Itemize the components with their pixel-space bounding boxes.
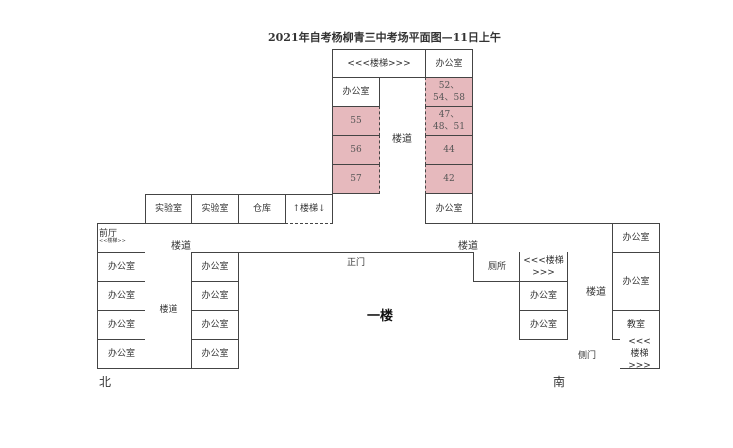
exam-room-52-54-58: 52、54、58 (425, 77, 473, 107)
south-stairs: <<<楼梯>>> (519, 252, 568, 282)
exam-room-42: 42 (425, 164, 473, 194)
side-gate-label: 侧门 (578, 351, 597, 361)
north-label: 北 (99, 375, 112, 389)
wall (238, 252, 568, 253)
office-top-right: 办公室 (425, 49, 473, 78)
south-office: 办公室 (519, 310, 568, 340)
north-office: 办公室 (191, 281, 239, 311)
south-label: 南 (553, 375, 566, 389)
corridor-right-label: 楼道 (458, 241, 478, 252)
middle-stairs: ↑楼梯↓ (285, 194, 333, 224)
wall (473, 223, 660, 224)
lobby-stairs-label: <<楼梯>> (99, 238, 126, 244)
exam-room-55: 55 (332, 106, 380, 136)
south-office-right: 办公室 (612, 223, 660, 253)
storage-room: 仓库 (238, 194, 286, 224)
south-office-right: 办公室 (612, 252, 660, 311)
floor-label: 一楼 (367, 309, 394, 324)
page-title: 2021年自考杨柳青三中考场平面图—11日上午 (268, 31, 501, 44)
lobby-label: 前厅 (99, 229, 118, 239)
north-office: 办公室 (97, 310, 146, 340)
exam-room-57: 57 (332, 164, 380, 194)
corridor-left-label: 楼道 (171, 241, 191, 252)
north-corridor: 楼道 (145, 252, 192, 369)
lab-2: 实验室 (191, 194, 239, 224)
north-office: 办公室 (97, 252, 146, 282)
main-gate-label: 正门 (347, 258, 366, 268)
office-top-bottom-right: 办公室 (425, 193, 473, 224)
north-office: 办公室 (191, 252, 239, 282)
north-office: 办公室 (97, 281, 146, 311)
office-top-left: 办公室 (332, 77, 380, 107)
top-stairs: <<<楼梯>>> (332, 49, 426, 78)
toilet: 厕所 (473, 252, 520, 282)
north-office: 办公室 (191, 310, 239, 340)
exam-room-56: 56 (332, 135, 380, 165)
south-corridor-label: 楼道 (586, 287, 606, 298)
exam-room-44: 44 (425, 135, 473, 165)
top-corridor-label: 楼道 (392, 134, 412, 145)
wall (97, 223, 145, 224)
south-stairs-right: <<<楼梯>>> (620, 337, 660, 371)
north-office: 办公室 (191, 339, 239, 369)
exam-room-47-48-51: 47、48、51 (425, 106, 473, 136)
north-office: 办公室 (97, 339, 146, 369)
lab-1: 实验室 (145, 194, 192, 224)
south-office: 办公室 (519, 281, 568, 311)
